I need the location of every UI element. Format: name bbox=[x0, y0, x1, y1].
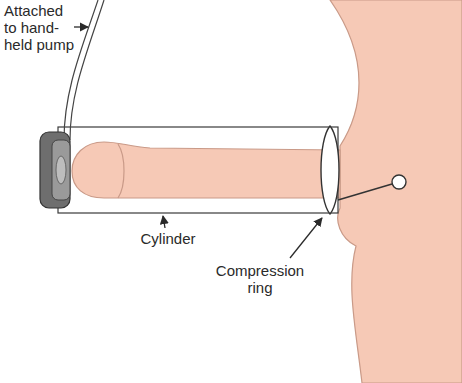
cylinder-label: Cylinder bbox=[128, 230, 208, 247]
leader-arrow bbox=[74, 26, 88, 27]
leader-arrow bbox=[163, 216, 165, 228]
leader-arrow bbox=[290, 218, 322, 258]
valve-port bbox=[56, 156, 66, 184]
compression-ring bbox=[321, 126, 339, 214]
glans-ridge bbox=[118, 144, 124, 198]
ring-pull-loop bbox=[392, 175, 406, 189]
compression-ring-label: Compression ring bbox=[210, 262, 310, 296]
body-outline bbox=[330, 0, 462, 383]
ring-strap bbox=[338, 184, 392, 200]
cylinder-outline bbox=[58, 127, 338, 213]
pump-tube bbox=[70, 0, 104, 140]
end-cap-face bbox=[52, 140, 70, 200]
pump-label: Attached to hand-held pump bbox=[4, 2, 76, 53]
end-cap bbox=[40, 132, 70, 208]
penis-shape bbox=[72, 142, 340, 198]
